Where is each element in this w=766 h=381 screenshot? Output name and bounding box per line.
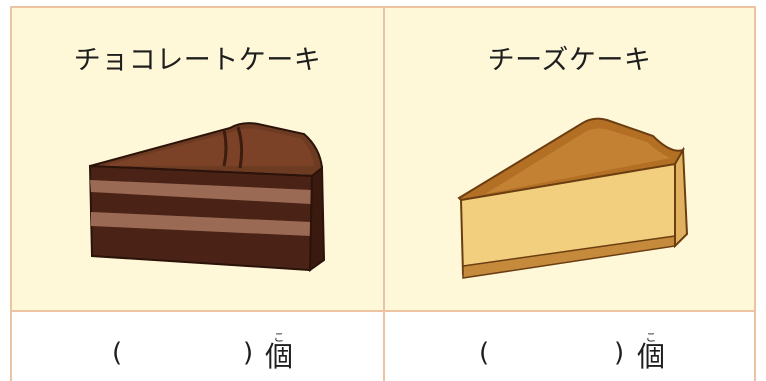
cheesecake-answer-cell: ( ) こ 個 — [384, 310, 756, 381]
cheesecake-label: チーズケーキ — [487, 45, 652, 76]
chocolate-cake-label: チョコレートケーキ — [73, 45, 322, 76]
chocolate-cake-illustration — [88, 122, 326, 272]
counter-word: こ 個 — [262, 332, 296, 372]
counter-word: こ 個 — [634, 332, 668, 372]
answer-close-paren: ) — [243, 338, 254, 368]
counter-kanji: 個 — [264, 340, 293, 373]
cake-count-table: チョコレートケーキ チーズケーキ — [10, 6, 756, 381]
answer-close-paren: ) — [614, 338, 625, 368]
answer-open-paren: ( — [479, 338, 490, 368]
counter-kanji: 個 — [636, 340, 665, 373]
chocolate-answer-row: ( ) こ 個 — [12, 312, 383, 381]
chocolate-ridge — [236, 126, 244, 169]
chocolate-ridge — [222, 129, 228, 167]
cheesecake-side — [674, 146, 689, 249]
chocolate-cream-layer — [91, 212, 311, 236]
chocolate-cake-side — [308, 165, 326, 272]
cheesecake-illustration — [457, 117, 689, 279]
counter-furigana: こ — [273, 331, 285, 344]
cheesecake-cell: チーズケーキ — [384, 6, 756, 310]
counter-furigana: こ — [645, 331, 657, 344]
answer-open-paren: ( — [112, 338, 123, 368]
chocolate-cake-cell: チョコレートケーキ — [10, 6, 384, 310]
chocolate-answer-cell: ( ) こ 個 — [10, 310, 384, 381]
chocolate-cake-top-highlight — [102, 128, 314, 166]
cheesecake-answer-row: ( ) こ 個 — [385, 312, 754, 381]
cheesecake-top-shine — [485, 128, 671, 194]
chocolate-cream-layer — [90, 180, 312, 204]
